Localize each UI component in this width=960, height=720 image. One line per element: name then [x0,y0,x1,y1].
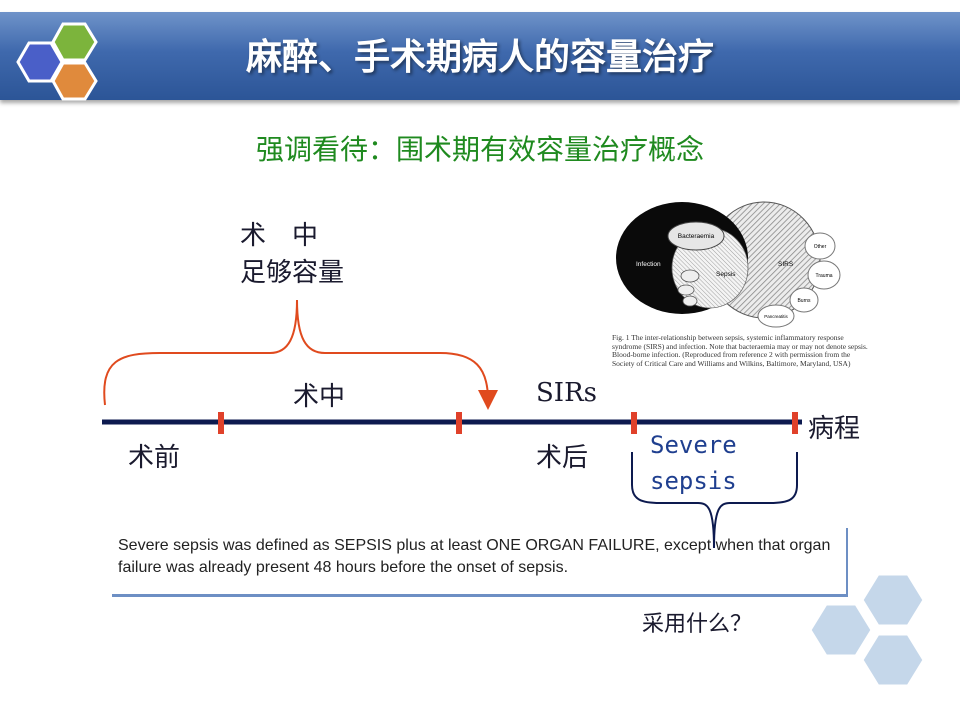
trauma-circle [807,260,841,290]
bacteraemia-circle [667,221,725,251]
preop-label: 术前 [128,443,181,473]
intraop-annotation-line2: 足够容量 [240,258,345,288]
severe-sepsis-label-line2: sepsis [650,467,737,495]
decorative-hexagons-icon [808,572,926,688]
disease-course-label: 病程 [808,414,861,444]
other-text: Other [814,244,827,250]
other-circle [804,232,836,260]
intraop-brace [103,299,498,410]
burns-text: Burns [797,298,811,304]
subtitle: 强调看待：围术期有效容量治疗概念 [255,133,704,166]
intraop-label: 术中 [293,382,346,412]
infection-text: Infection [636,261,661,268]
title-bar [0,12,960,100]
pancreatitis-text: Pancreatitis [764,314,788,319]
hexagon-light-icon [860,632,926,688]
timeline-marker [456,412,462,434]
intraop-annotation-line1: 术 中 [240,221,319,251]
burns-circle [789,287,819,313]
severe-sepsis-definition: Severe sepsis was defined as SEPSIS plus… [118,537,831,576]
trauma-text: Trauma [815,273,832,279]
hexagon-light-icon [860,572,926,628]
question-text: 采用什么？ [642,612,753,637]
figure-caption: Fig. 1 The inter-relationship between se… [612,333,868,368]
logo-hexagons-icon [16,22,98,101]
hexagon-orange-icon [51,61,98,101]
pancreatitis-circle [757,304,795,328]
small-circle-icon [677,284,695,296]
sepsis-venn-figure: Bacteraemia Infection Sepsis SIRS Other … [616,201,841,328]
small-circle-icon [682,295,698,307]
small-circle-icon [680,269,700,283]
postop-label: 术后 [536,443,589,473]
hexagon-green-icon [51,22,98,62]
timeline-marker [792,412,798,434]
sirs-text: SIRS [778,261,794,268]
page-title: 麻醉、手术期病人的容量治疗 [245,37,714,78]
sirs-label: SIRs [536,378,598,408]
hexagon-light-icon [808,602,874,658]
severe-sepsis-label-line1: Severe [650,431,737,459]
severe-sepsis-brace [631,452,798,549]
definition-box [112,528,848,597]
bacteraemia-text: Bacteraemia [678,233,715,240]
sepsis-text: Sepsis [716,271,736,278]
timeline-marker [631,412,637,434]
timeline-marker [218,412,224,434]
